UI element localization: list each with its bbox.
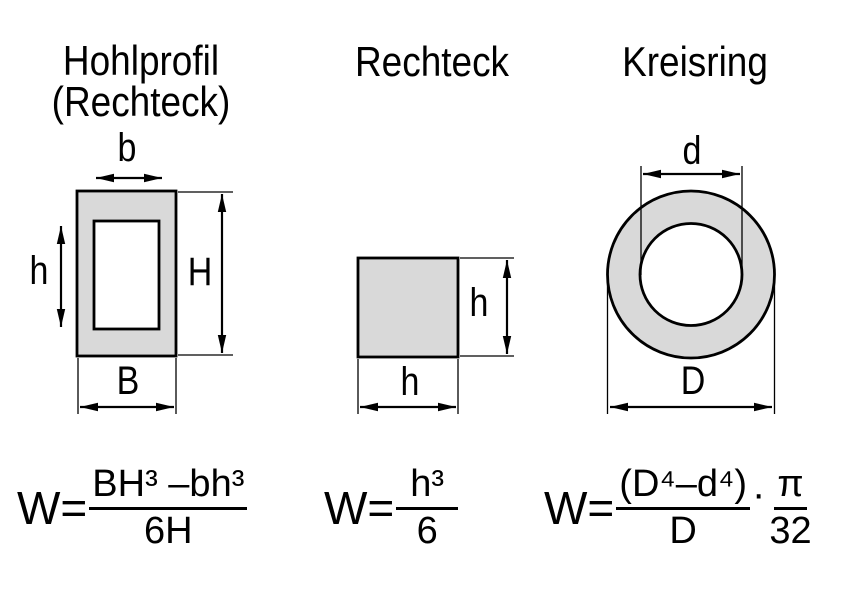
formula-kreisring: W = (D⁴–d⁴) D · π 32: [544, 464, 812, 552]
hollow-rect-figure: [56, 173, 233, 414]
ring-figure: [606, 166, 776, 414]
numerator: (D⁴–d⁴): [616, 464, 750, 510]
section-title-kreisring: Kreisring: [622, 38, 768, 85]
fraction: h³ 6: [396, 464, 459, 552]
numerator: π: [774, 464, 807, 510]
formula-lhs: W: [17, 482, 61, 535]
section-title-hohlprofil-line2: (Rechteck): [51, 78, 231, 125]
square-figure: [356, 256, 514, 414]
formula-equals: =: [587, 482, 615, 535]
formula-hohlprofil: W = BH³ –bh³ 6H: [17, 464, 248, 552]
dim-label-h-right: h: [469, 281, 489, 325]
dim-label-h-bottom: h: [400, 360, 420, 404]
hollow-rect-inner-hole: [92, 219, 161, 331]
fraction: (D⁴–d⁴) D: [616, 464, 750, 552]
denominator: D: [669, 509, 697, 552]
formula-lhs: W: [544, 482, 588, 535]
section-title-rechteck: Rechteck: [354, 38, 510, 85]
denominator: 6H: [144, 509, 193, 552]
formula-equals: =: [60, 482, 88, 535]
dim-label-b: b: [117, 126, 137, 170]
dim-label-D-outer: D: [680, 359, 706, 403]
numerator: h³: [396, 464, 459, 510]
denominator: 32: [769, 509, 812, 552]
square-shape: [356, 256, 460, 359]
formula-rechteck: W = h³ 6: [324, 464, 459, 552]
formula-equals: =: [367, 482, 395, 535]
multiplication-dot: ·: [751, 471, 766, 516]
dim-label-h-inner: h: [29, 249, 49, 293]
section-title-hohlprofil: Hohlprofil: [62, 37, 220, 84]
fraction: BH³ –bh³ 6H: [89, 464, 248, 552]
dim-label-B-outer: B: [116, 359, 140, 403]
ring-inner-circle: [638, 222, 744, 327]
numerator: BH³ –bh³: [89, 464, 248, 510]
formula-lhs: W: [324, 482, 368, 535]
dim-label-d-inner: d: [682, 129, 702, 173]
fraction: π 32: [769, 464, 812, 552]
dim-label-H-outer: H: [187, 250, 213, 294]
denominator: 6: [416, 509, 438, 552]
